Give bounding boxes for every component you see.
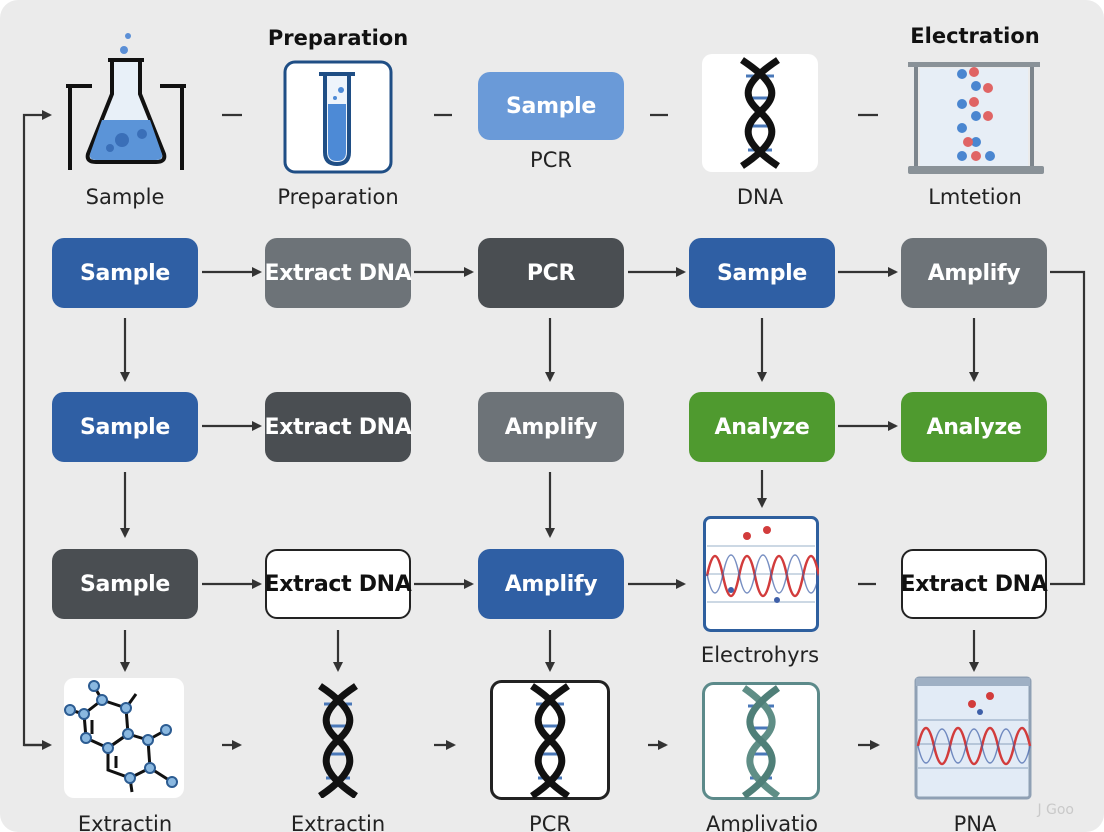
- right-loop-line: [1050, 270, 1086, 586]
- caption-pna: PNA: [953, 812, 997, 832]
- step-sample[interactable]: Sample: [689, 238, 835, 308]
- caption-lmtetion: Lmtetion: [928, 185, 1022, 209]
- caption-electrohyrs: Electrohyrs: [700, 643, 820, 667]
- step-extract-dna[interactable]: Extract DNA: [264, 238, 412, 308]
- loop-arrow: [22, 110, 52, 747]
- step-sample[interactable]: Sample: [52, 238, 198, 308]
- step-extract-dna[interactable]: Extract DNA: [900, 549, 1048, 619]
- step-sample[interactable]: Sample: [52, 549, 198, 619]
- step-amplify[interactable]: Amplify: [478, 392, 624, 462]
- sample-top-box[interactable]: Sample: [478, 72, 624, 140]
- molecule-icon: [64, 678, 184, 798]
- caption-preparation: Preparation: [277, 185, 399, 209]
- electropherogram-icon: [703, 516, 819, 632]
- step-analyze[interactable]: Analyze: [689, 392, 835, 462]
- test-tube-icon: [283, 60, 393, 174]
- caption-amplivatio: Amplivatio: [705, 812, 819, 832]
- step-amplify[interactable]: Amplify: [478, 549, 624, 619]
- heading-preparation: Preparation: [267, 26, 409, 50]
- heading-electration: Electration: [910, 24, 1040, 48]
- watermark: J Goo: [1037, 802, 1074, 818]
- step-amplify[interactable]: Amplify: [901, 238, 1047, 308]
- caption-pcr: PCR: [530, 148, 572, 172]
- electrophoresis-column-icon: [908, 62, 1044, 174]
- flask-icon: [66, 33, 186, 170]
- caption-dna: DNA: [736, 185, 784, 209]
- caption-sample: Sample: [85, 185, 165, 209]
- step-pcr[interactable]: PCR: [478, 238, 624, 308]
- caption-extractin: Extractin: [77, 812, 173, 832]
- electrophoresis-chamber-icon: [914, 676, 1032, 800]
- dna-framed-icon: [490, 680, 610, 800]
- step-extract-dna[interactable]: Extract DNA: [264, 392, 412, 462]
- dna-helix-green-icon: [702, 682, 820, 800]
- caption-pcr-bottom: PCR: [529, 812, 571, 832]
- step-extract-dna[interactable]: Extract DNA: [264, 549, 412, 619]
- caption-extractin: Extractin: [290, 812, 386, 832]
- step-analyze[interactable]: Analyze: [901, 392, 1047, 462]
- dna-icon: [318, 683, 358, 798]
- step-sample[interactable]: Sample: [52, 392, 198, 462]
- dna-icon: [702, 54, 818, 172]
